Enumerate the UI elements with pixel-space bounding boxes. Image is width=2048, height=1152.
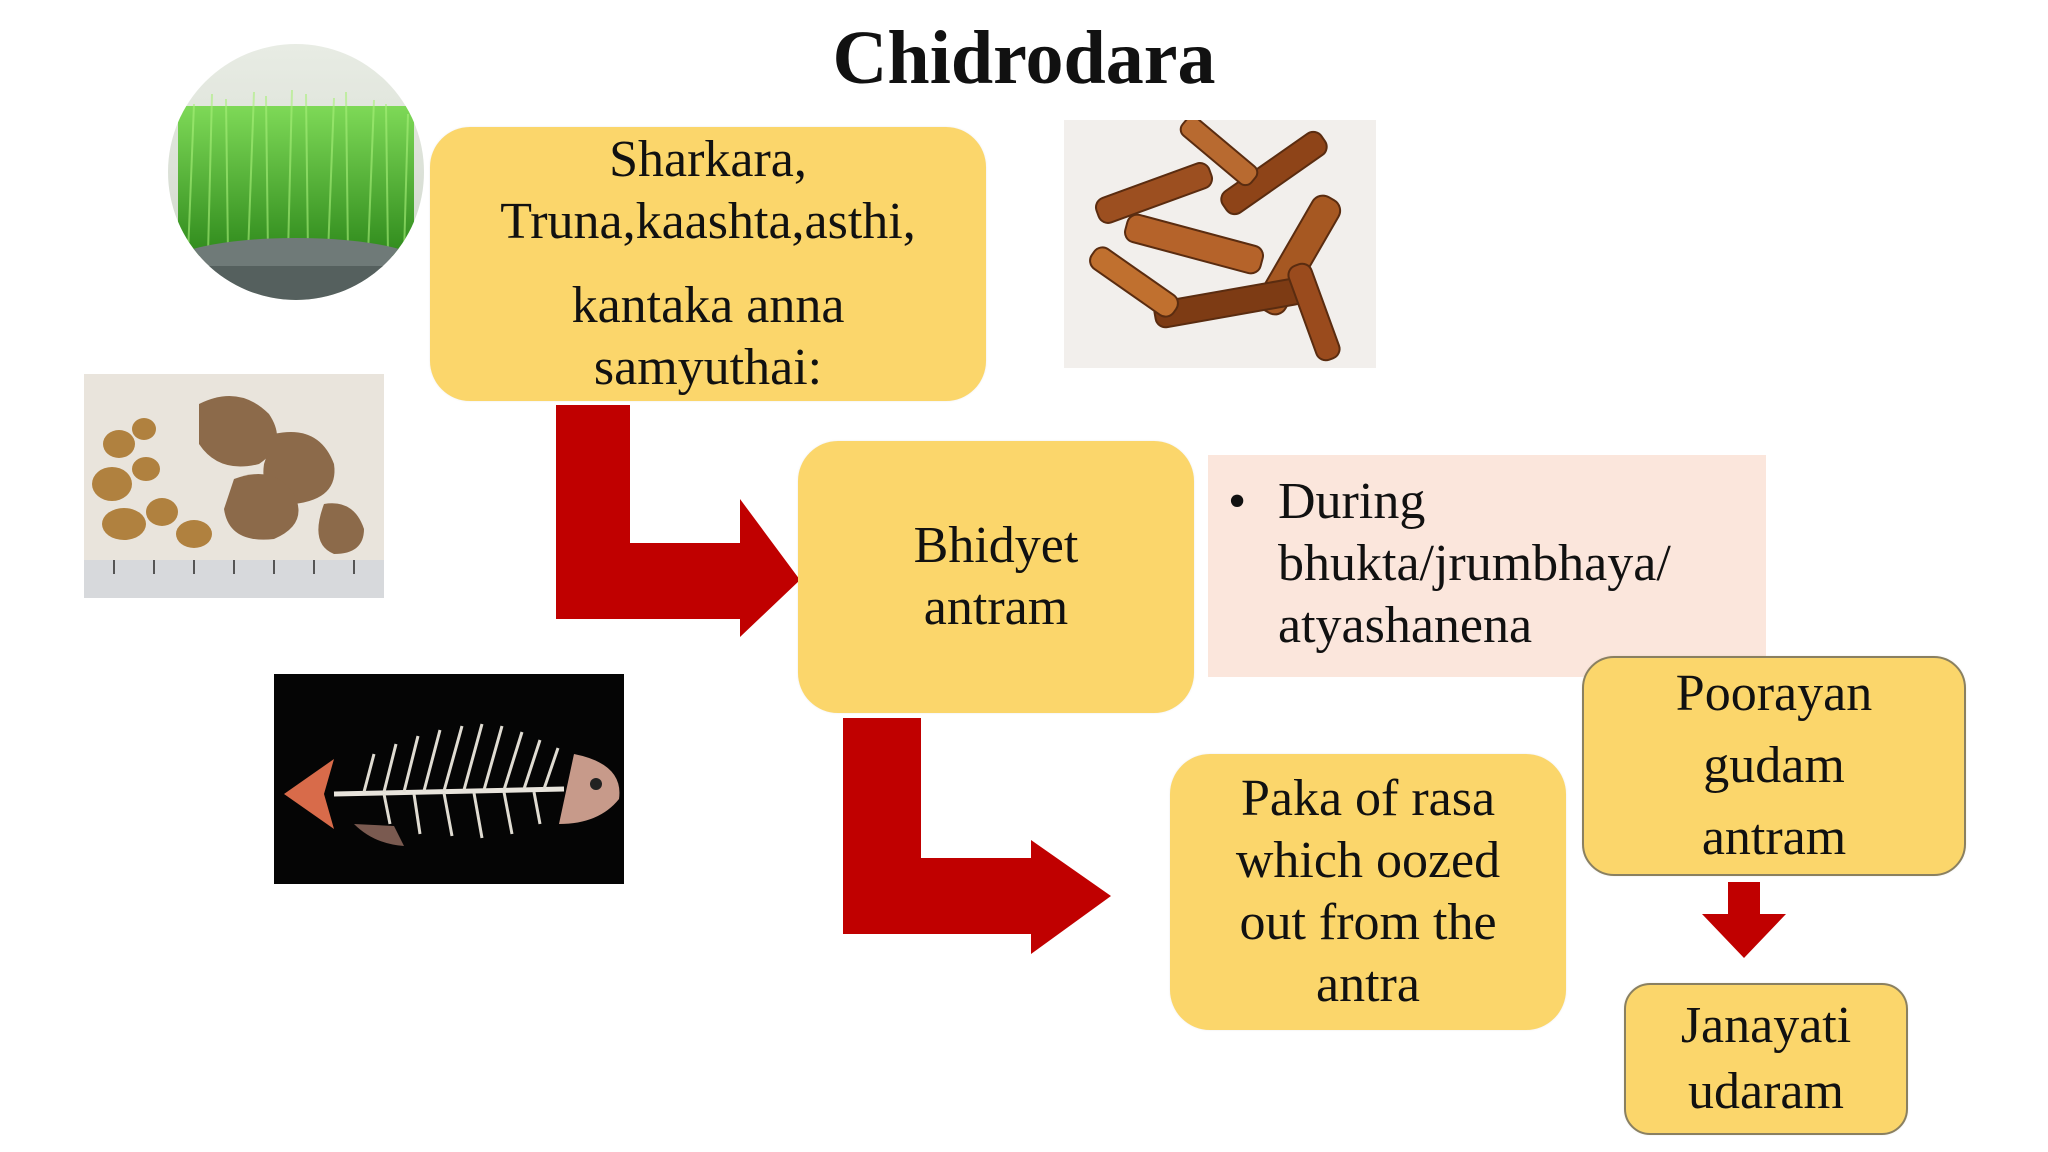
janayati-box: Janayati udaram	[1624, 983, 1908, 1135]
fish-skeleton-image	[274, 674, 624, 884]
causes-line-1: Sharkara,	[609, 131, 807, 188]
poorayan-line-3: antram	[1701, 809, 1847, 866]
causes-line-2: Truna,kaashta,asthi,	[500, 193, 916, 250]
down-arrow	[1702, 882, 1786, 958]
timing-note: • During bhukta/jrumbhaya/ atyashanena	[1208, 455, 1766, 677]
causes-line-4: samyuthai:	[593, 339, 823, 396]
bent-arrow-right-2	[843, 718, 1111, 954]
paka-line-1: Paka of rasa	[1240, 770, 1496, 827]
bark-image	[1064, 120, 1376, 368]
note-line-1: During	[1278, 473, 1426, 530]
note-line-2: bhukta/jrumbhaya/	[1278, 535, 1671, 592]
bhidyet-line-2: antram	[923, 579, 1069, 636]
paka-line-3: out from the	[1239, 894, 1497, 951]
paka-line-4: antra	[1316, 956, 1420, 1013]
slide-title: Chidrodara	[832, 16, 1216, 100]
poorayan-line-2: gudam	[1703, 737, 1845, 794]
bent-arrow-right-1	[556, 405, 800, 637]
bhidyet-box: Bhidyet antram	[798, 441, 1194, 713]
bhidyet-line-1: Bhidyet	[913, 517, 1079, 574]
causes-box: Sharkara, Truna,kaashta,asthi, kantaka a…	[430, 127, 986, 401]
stones-image	[84, 374, 384, 598]
janayati-line-1: Janayati	[1680, 997, 1852, 1054]
poorayan-line-1: Poorayan	[1675, 665, 1873, 722]
poorayan-box: Poorayan gudam antram	[1582, 656, 1966, 876]
paka-box: Paka of rasa which oozed out from the an…	[1170, 754, 1566, 1030]
causes-line-3: kantaka anna	[571, 277, 845, 334]
wheatgrass-image	[168, 44, 424, 300]
janayati-line-2: udaram	[1688, 1063, 1844, 1120]
note-line-3: atyashanena	[1278, 597, 1533, 654]
note-bullet: •	[1228, 473, 1247, 530]
paka-line-2: which oozed	[1235, 832, 1501, 889]
